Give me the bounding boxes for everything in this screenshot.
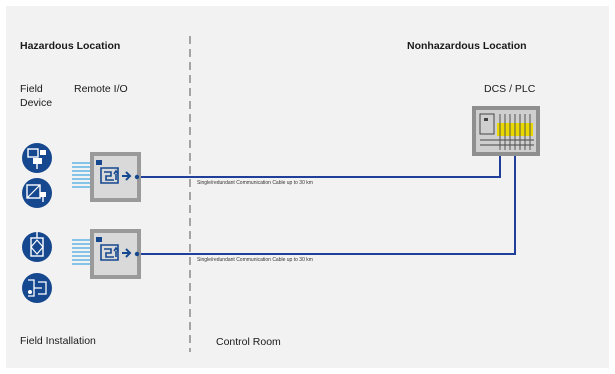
converter-icon bbox=[22, 178, 52, 208]
communication-cable-1 bbox=[141, 152, 501, 178]
cable-label-2: Single/redundant Communication Cable up … bbox=[197, 257, 313, 263]
positioner-icon bbox=[22, 273, 52, 303]
valve-actuator-icon bbox=[22, 232, 52, 262]
hazardous-location-title: Hazardous Location bbox=[20, 40, 121, 52]
cable-label-1: Single/redundant Communication Cable up … bbox=[197, 180, 313, 186]
signal-lines-2 bbox=[72, 239, 90, 265]
communication-cable-2 bbox=[141, 152, 516, 255]
nonhazardous-location-title: Nonhazardous Location bbox=[407, 40, 527, 52]
dcs-plc-label: DCS / PLC bbox=[484, 83, 536, 95]
field-device-label: Field Device bbox=[20, 83, 53, 109]
field-installation-label: Field Installation bbox=[20, 335, 96, 347]
remote-io-label: Remote I/O bbox=[74, 83, 128, 95]
remote-io-module-icon bbox=[90, 152, 141, 202]
remote-io-module-icon bbox=[90, 229, 141, 279]
control-room-label: Control Room bbox=[216, 336, 281, 348]
signal-lines-1 bbox=[72, 162, 90, 188]
transmitter-icon bbox=[22, 143, 52, 173]
dcs-plc-rack-icon bbox=[472, 106, 540, 156]
